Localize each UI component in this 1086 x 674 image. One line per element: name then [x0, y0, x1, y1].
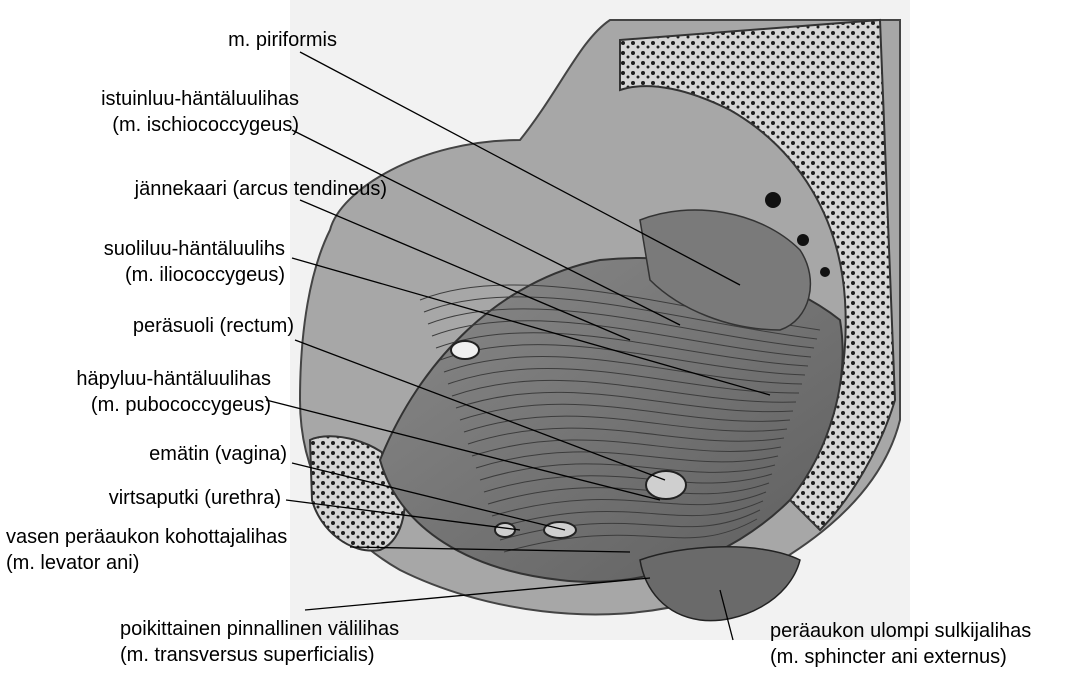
- muscle-fibre: [495, 500, 764, 529]
- label-line: jännekaari (arcus tendineus): [134, 178, 387, 200]
- muscle-fibre: [435, 332, 809, 367]
- rectum-tube: [645, 470, 687, 500]
- urethra-opening: [494, 522, 516, 538]
- label-line: poikittainen pinnallinen välilihas: [120, 618, 400, 640]
- muscle-fibre: [447, 367, 800, 394]
- leader-line-arcus: [299, 199, 631, 341]
- sacral-foramen: [820, 267, 830, 277]
- label-line: istuinluu-häntäluulihas: [101, 88, 299, 110]
- label-transversus: poikittainen pinnallinen välilihas (m. tr…: [120, 616, 399, 668]
- label-line: peräsuoli (rectum): [132, 315, 294, 337]
- label-line: (m. ischiococcygeus): [112, 114, 299, 136]
- leader-line-ischiococcygeus: [291, 129, 681, 326]
- label-arcus: jännekaari (arcus tendineus): [135, 176, 387, 202]
- muscle-fibre: [459, 403, 791, 422]
- label-line: häpyluu-häntäluulihas: [76, 368, 271, 390]
- vagina-opening: [543, 521, 577, 539]
- levator-muscle-sheet: [378, 257, 844, 583]
- label-line: suoliluu-häntäluulihs: [103, 238, 285, 260]
- label-line: vasen peräaukon kohottajalihas: [6, 526, 288, 548]
- sacral-foramen: [765, 192, 781, 208]
- label-levator: vasen peräaukon kohottajalihas (m. levato…: [6, 524, 287, 576]
- sacral-foramen: [797, 234, 809, 246]
- muscle-fibre: [463, 415, 788, 433]
- label-piriformis: m. piriformis: [228, 27, 337, 53]
- label-vagina: emätin (vagina): [149, 441, 287, 467]
- leader-lines: [265, 51, 771, 641]
- muscle-fibre: [491, 491, 767, 517]
- leader-line-levator: [349, 546, 631, 553]
- label-line: peräaukon ulompi sulkijalihas: [770, 620, 1032, 642]
- piriformis-muscle: [639, 209, 812, 331]
- muscle-fibres: [419, 284, 821, 553]
- external-anal-sphincter: [639, 546, 801, 622]
- muscle-fibre: [443, 356, 803, 385]
- leader-line-pubococcygeus: [265, 399, 661, 501]
- muscle-fibre: [451, 379, 797, 403]
- muscle-fibre: [483, 473, 773, 493]
- muscle-fibre: [471, 439, 782, 457]
- leader-line-piriformis: [299, 51, 741, 286]
- label-urethra: virtsaputki (urethra): [109, 485, 281, 511]
- leader-line-urethra: [285, 499, 521, 531]
- label-sphincter: peräaukon ulompi sulkijalihas (m. sphinct…: [770, 618, 1031, 670]
- muscle-fibre: [427, 308, 815, 349]
- sacrum-bone: [619, 18, 897, 532]
- muscle-fibre: [503, 518, 758, 553]
- label-line: (m. sphincter ani externus): [770, 646, 1007, 668]
- label-pubococcygeus: häpyluu-häntäluulihas (m. pubococcygeus): [76, 366, 271, 418]
- leader-line-iliococcygeus: [291, 257, 771, 396]
- leader-line-sphincter: [719, 589, 734, 641]
- label-line: (m. levator ani): [6, 552, 140, 574]
- leader-line-vagina: [291, 462, 566, 531]
- obturator-canal: [450, 340, 480, 360]
- label-line: (m. iliococcygeus): [124, 264, 285, 286]
- muscle-fibre: [475, 451, 779, 469]
- muscle-fibre: [467, 427, 785, 445]
- label-line: (m. transversus superficialis): [120, 644, 375, 666]
- muscle-fibre: [479, 463, 776, 481]
- label-line: (m. pubococcygeus): [90, 394, 271, 416]
- muscle-fibre: [487, 482, 770, 505]
- label-line: m. piriformis: [228, 29, 337, 51]
- label-line: emätin (vagina): [149, 443, 287, 465]
- leader-line-rectum: [294, 339, 666, 481]
- label-line: virtsaputki (urethra): [108, 487, 281, 509]
- muscle-fibre: [423, 296, 818, 340]
- muscle-fibre: [455, 391, 794, 413]
- muscle-fibre: [431, 320, 812, 358]
- leader-line-transversus: [304, 577, 651, 611]
- label-ischiococcygeus: istuinluu-häntäluulihas (m. ischiococcyge…: [101, 86, 299, 138]
- label-iliococcygeus: suoliluu-häntäluulihs (m. iliococcygeus): [104, 236, 285, 288]
- label-rectum: peräsuoli (rectum): [133, 313, 294, 339]
